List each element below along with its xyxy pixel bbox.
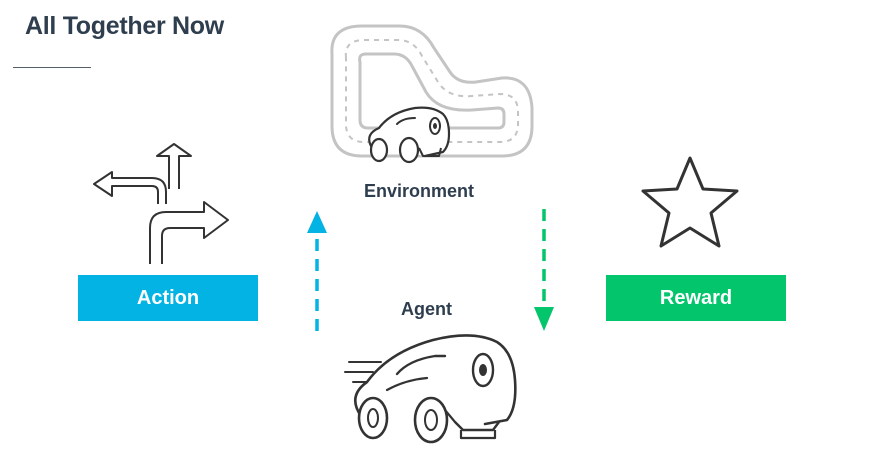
page-title: All Together Now	[25, 12, 224, 40]
environment-label: Environment	[364, 181, 475, 201]
reward-label: Reward	[659, 286, 733, 309]
action-label: Action	[136, 286, 200, 309]
direction-arrows-icon	[93, 143, 229, 264]
reward-flow-arrow	[534, 209, 554, 331]
action-node: Action	[78, 275, 258, 321]
environment-car-icon	[368, 106, 451, 164]
title-underline	[13, 67, 91, 68]
star-icon	[641, 156, 739, 248]
action-flow-arrow	[307, 211, 327, 331]
race-track-icon	[330, 24, 534, 158]
reward-node: Reward	[606, 275, 786, 321]
agent-label: Agent	[401, 299, 452, 319]
race-car-icon	[344, 334, 517, 444]
